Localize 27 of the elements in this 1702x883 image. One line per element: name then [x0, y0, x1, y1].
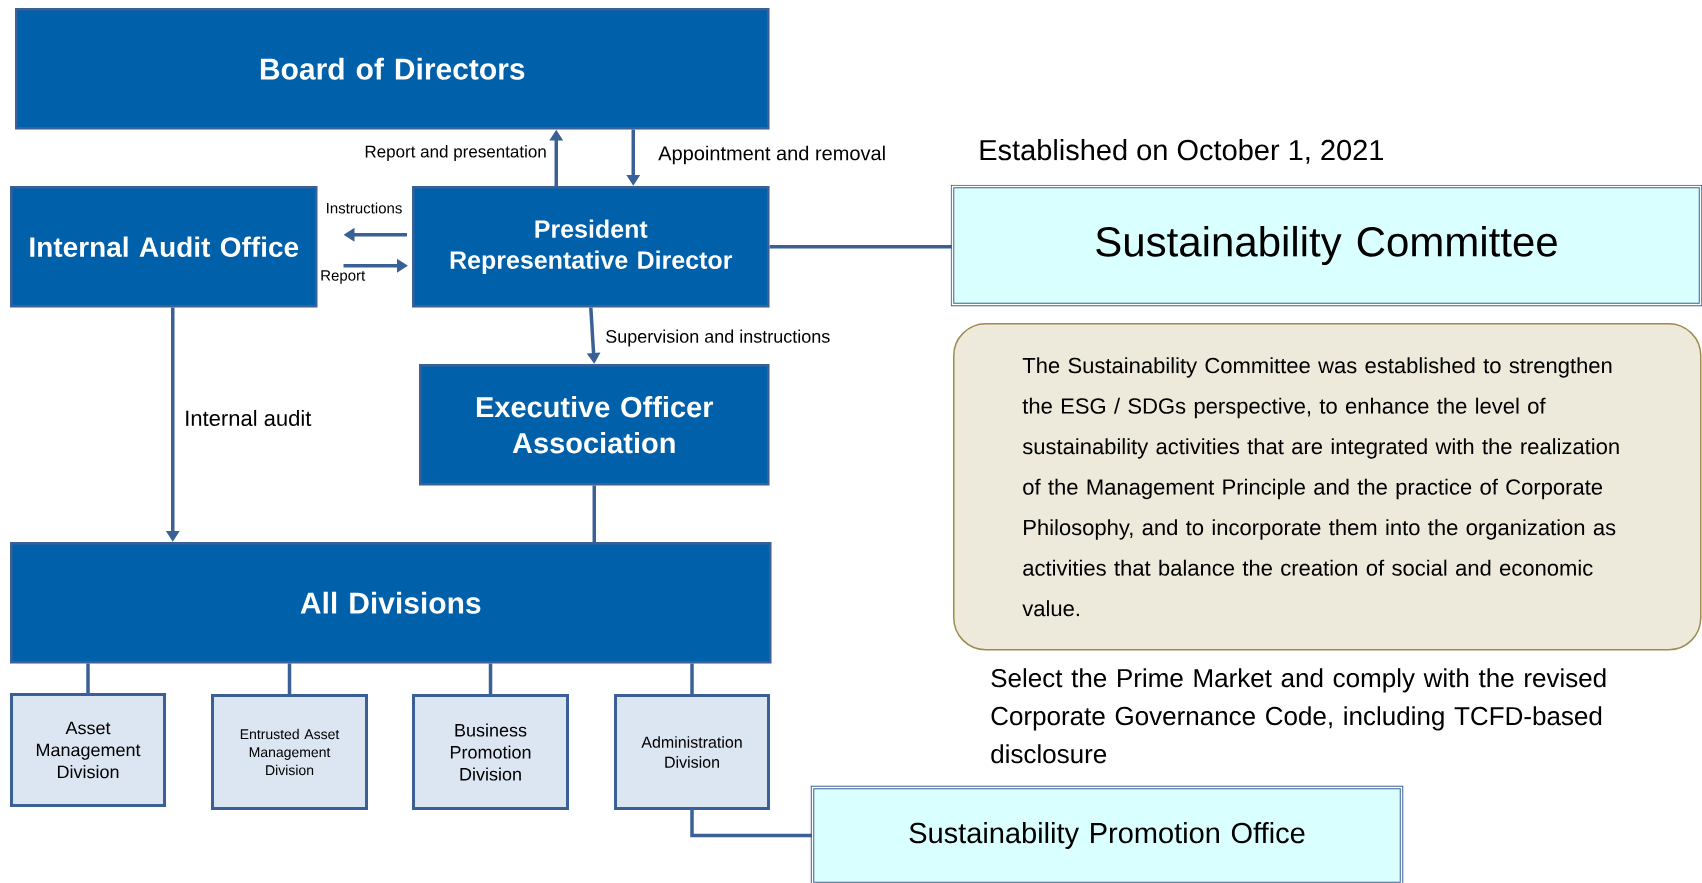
division-box: Entrusted Asset Management Division	[211, 694, 368, 810]
connector-line	[690, 810, 812, 838]
org-unit-box: All Divisions	[10, 542, 772, 664]
org-unit-box: Executive Officer Association	[419, 364, 770, 486]
edge-label: Appointment and removal	[657, 144, 888, 166]
division-box: Asset Management Division	[10, 693, 166, 807]
connector-line	[488, 663, 493, 694]
org-unit-box: Board of Directors	[15, 8, 770, 130]
note-text: Select the Prime Market and comply with the revised Corporate Governance Code, including TCFD-based disclosure	[991, 668, 1606, 764]
connector-line	[690, 663, 694, 694]
connector-line	[86, 663, 90, 693]
edge-label: Internal audit	[183, 408, 313, 428]
org-unit-box: President Representative Director	[412, 186, 770, 308]
committee-box: Sustainability Promotion Office	[810, 785, 1404, 883]
date-note: Established on October 1, 2021	[980, 139, 1383, 164]
division-box: Business Promotion Division	[412, 694, 569, 810]
division-box: Administration Division	[614, 694, 770, 810]
connector-line	[287, 663, 292, 694]
edge-label: Supervision and instructions	[604, 328, 832, 348]
edge-label: Report and presentation	[363, 144, 548, 162]
committee-box: Sustainability Committee	[950, 184, 1702, 307]
edge-label: Report	[319, 269, 367, 285]
org-unit-box: Internal Audit Office	[10, 186, 318, 308]
description-box: The Sustainability Committee was established to strengthen the ESG / SDGs perspective, to enhance the level of sustainability activities that are integrated with the realization of the Management Principle and the practice of Corporate Philosophy, and to incorporate them into the organization as activities that balance the creation of social and economic value.	[953, 323, 1702, 651]
edge-label: Instructions	[324, 201, 404, 215]
connector-line	[769, 245, 952, 249]
connector-line	[592, 485, 596, 542]
